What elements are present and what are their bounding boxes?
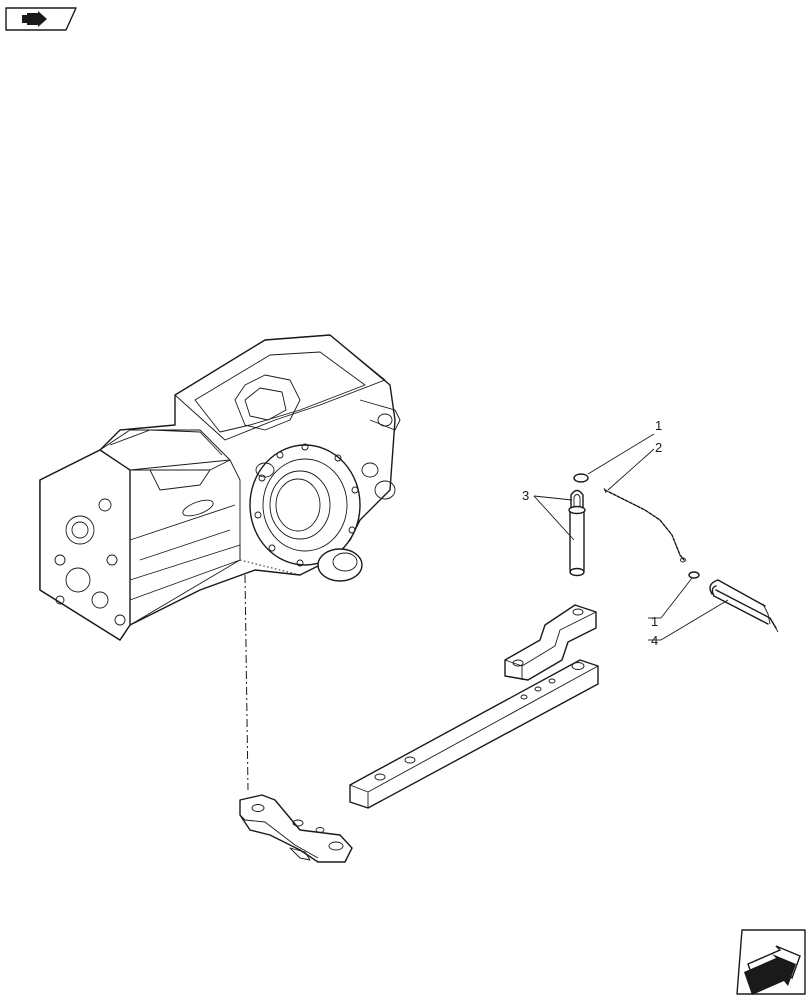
offset-drawbar <box>504 604 597 681</box>
hitch-bracket <box>239 794 353 863</box>
centerline <box>244 574 249 791</box>
callout-4: 4 <box>651 633 658 648</box>
o-ring-lower <box>688 571 700 579</box>
callout-3: 3 <box>522 488 529 503</box>
book-arrow-icon[interactable] <box>5 7 77 31</box>
hitch-pin <box>568 489 586 577</box>
drawbar <box>349 659 599 809</box>
o-ring-upper <box>573 473 589 483</box>
callout-1-lower: 1 <box>651 614 658 629</box>
leader-lines <box>533 433 729 641</box>
chain <box>603 487 686 563</box>
transmission-housing <box>39 334 401 641</box>
linch-pin <box>709 579 779 633</box>
callout-2: 2 <box>655 440 662 455</box>
callout-1-upper: 1 <box>655 418 662 433</box>
next-page-arrow-icon[interactable] <box>736 929 806 995</box>
